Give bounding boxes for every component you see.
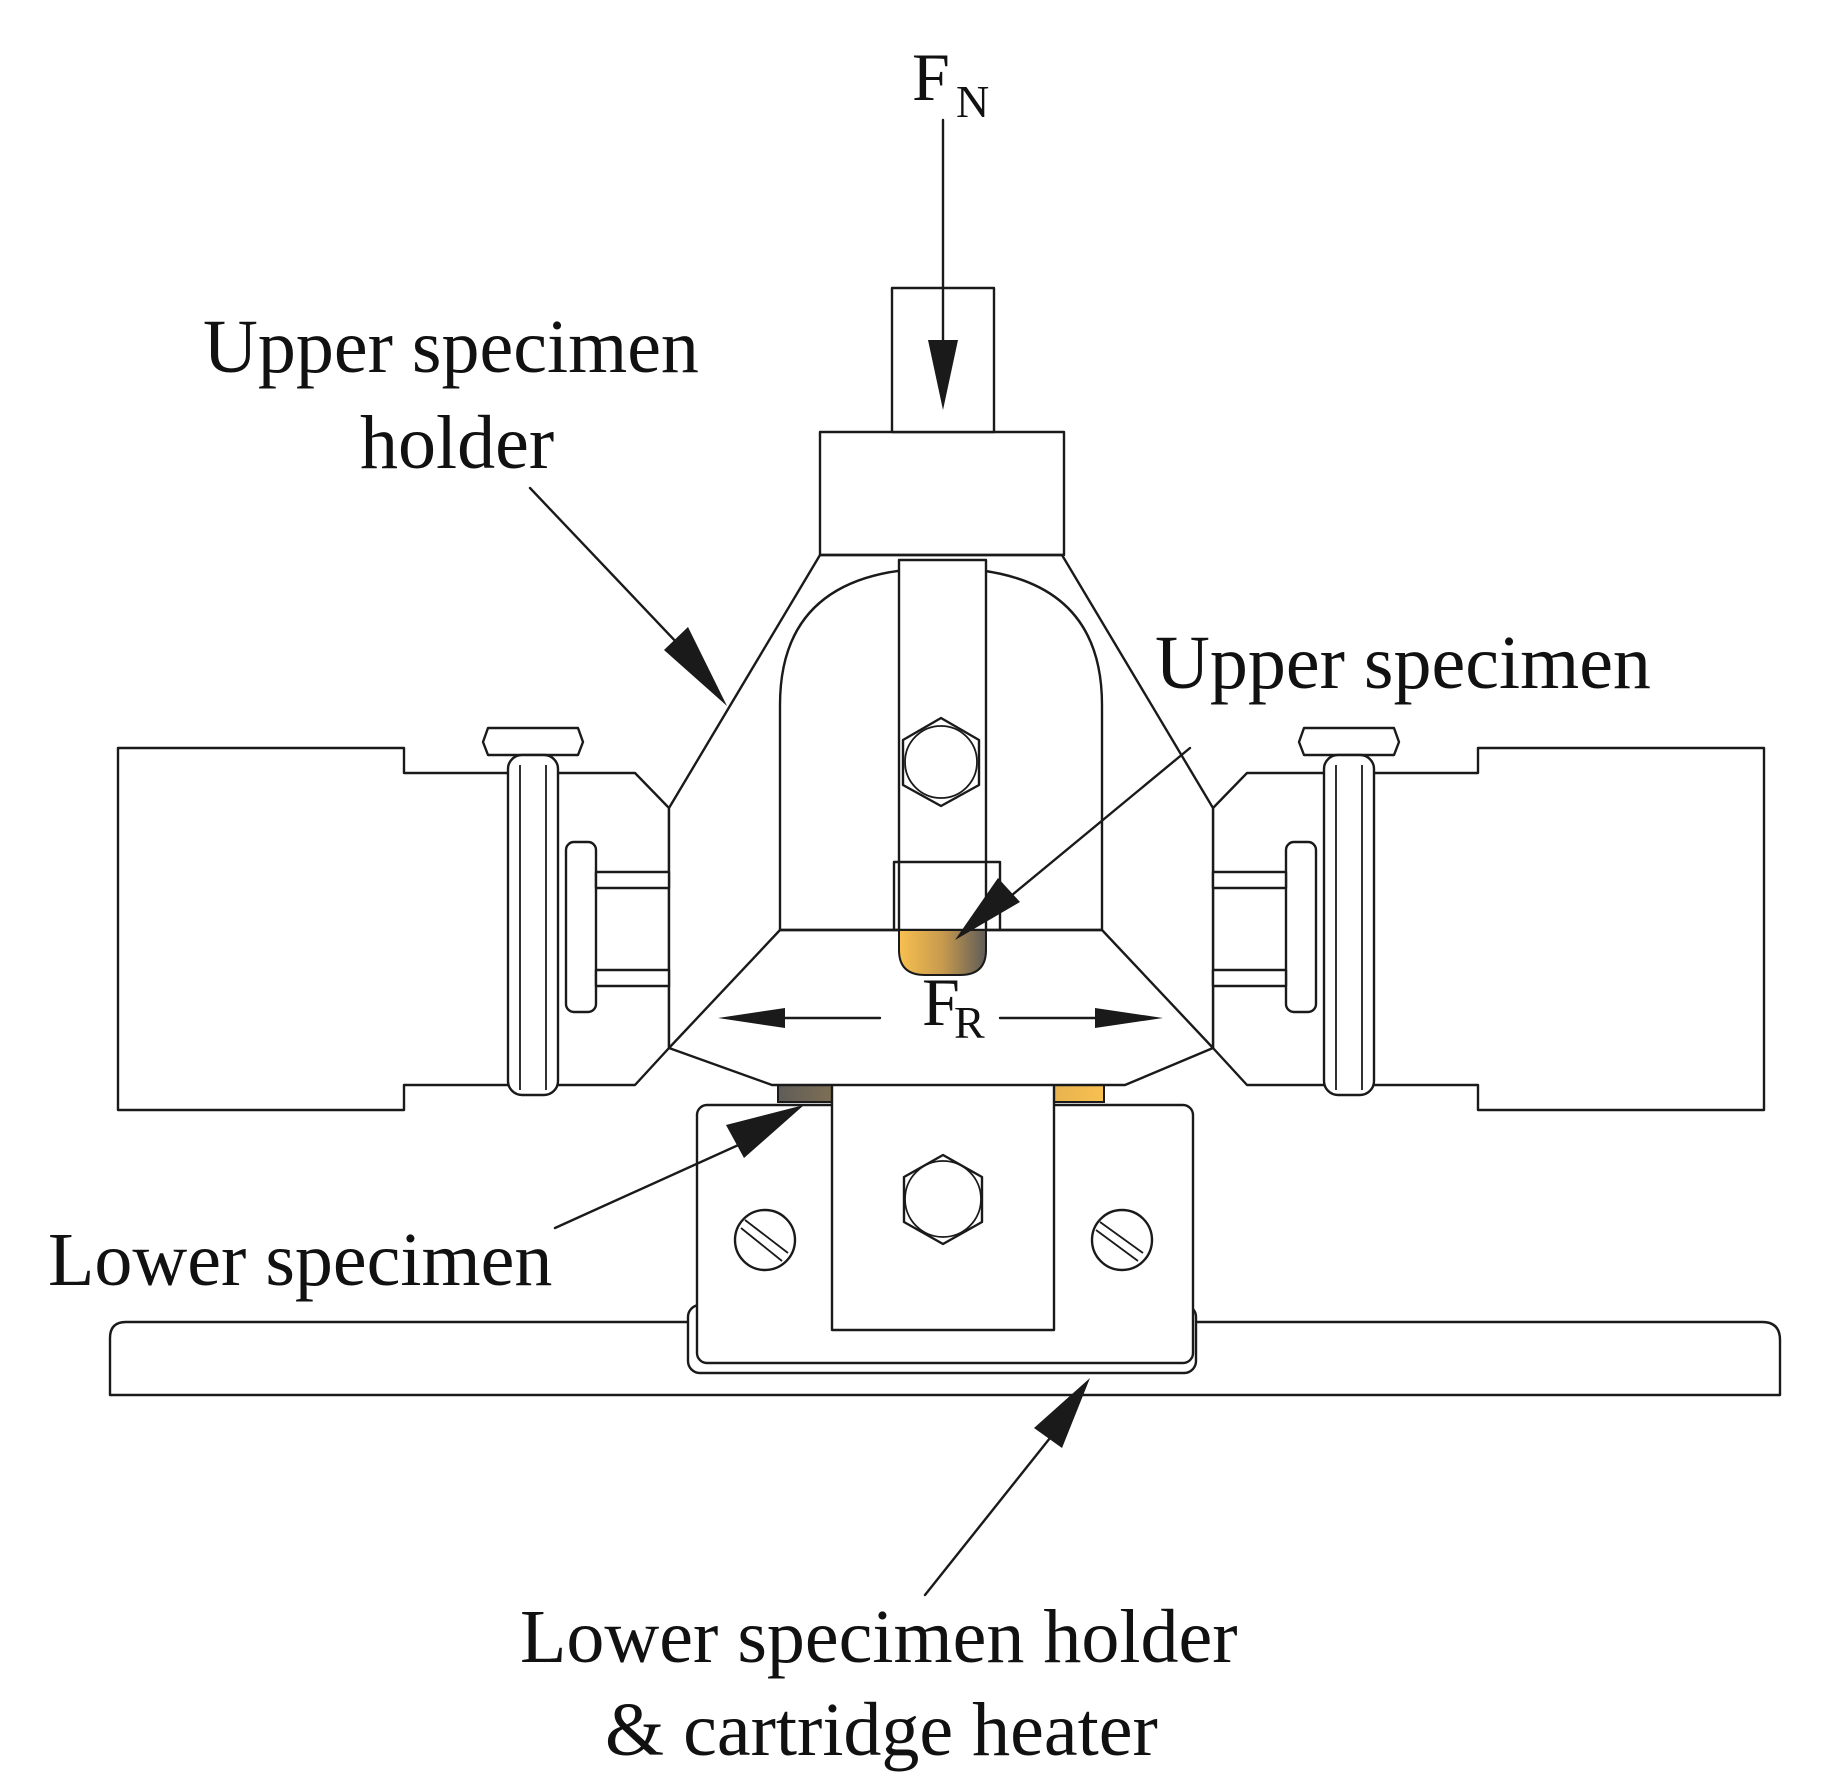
- upper-specimen: [898, 929, 987, 976]
- left-side-clamp: [564, 840, 671, 1014]
- lower-holder-label-line1: Lower specimen holder: [520, 1595, 1238, 1679]
- right-bolt: [1297, 726, 1401, 1097]
- upper-holder-label-line1: Upper specimen: [203, 305, 699, 389]
- friction-force-label: F: [922, 964, 960, 1040]
- friction-force-subscript: R: [954, 997, 985, 1048]
- leader-lower-holder: [923, 1378, 1090, 1597]
- upper-hex-bolt-icon: [901, 716, 981, 808]
- leader-upper-specimen: [955, 746, 1192, 940]
- loading-block: [818, 430, 1066, 557]
- friction-force-arrows: [718, 1008, 1163, 1028]
- lower-specimen-label: Lower specimen: [48, 1218, 552, 1302]
- lower-holder-label-line2: & cartridge heater: [605, 1688, 1158, 1772]
- left-bolt: [481, 726, 585, 1097]
- base-plate: [108, 1320, 1782, 1397]
- leader-lower-specimen: [553, 1105, 804, 1230]
- upper-specimen-label: Upper specimen: [1155, 621, 1651, 705]
- leader-upper-holder: [528, 486, 727, 706]
- normal-force-subscript: N: [956, 76, 989, 127]
- left-slotted-screw-icon: [733, 1208, 797, 1272]
- normal-force-arrow: [928, 118, 958, 410]
- right-side-clamp: [1211, 840, 1318, 1014]
- upper-holder-label-line2: holder: [360, 401, 554, 485]
- right-slotted-screw-icon: [1090, 1208, 1154, 1272]
- normal-force-label: F: [912, 39, 950, 115]
- lower-hex-bolt-icon: [902, 1153, 984, 1246]
